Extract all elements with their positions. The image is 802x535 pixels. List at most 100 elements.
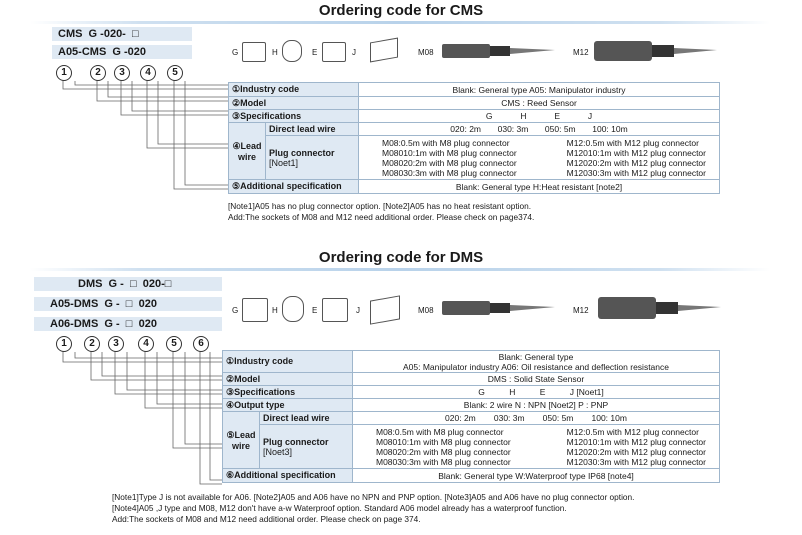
cms-icon-m12-label: M12 xyxy=(573,48,589,57)
dms-additional-label: ⑥Additional specification xyxy=(222,468,353,483)
dms-title-rule xyxy=(30,268,770,271)
cms-spec-j: J xyxy=(587,111,593,121)
dms-code-1-box-2: □ xyxy=(164,278,172,290)
dms-direct-030: 030: 3m xyxy=(493,413,525,423)
cms-spec-h: H xyxy=(520,111,527,121)
list-item: M12030:3m with M12 plug connector xyxy=(566,456,706,467)
dms-code-line-1: DMS G - □ 020-□ xyxy=(34,277,222,291)
cms-icon-e-label: E xyxy=(312,48,318,57)
dms-spec-table: ①Industry code Blank: General type A05: … xyxy=(222,350,720,483)
list-item: M12020:2m with M12 plug connector xyxy=(566,157,706,168)
dms-code-3-tail: 020 xyxy=(138,318,157,330)
dms-code-2-box: □ xyxy=(125,298,133,310)
dms-model-value: DMS : Solid State Sensor xyxy=(352,372,720,386)
dms-code-1-tail: 020- xyxy=(142,278,165,290)
cms-circle-3: 3 xyxy=(114,65,130,81)
cms-plug-note: [Noet1] xyxy=(269,157,299,168)
dms-circle-4: 4 xyxy=(138,336,154,352)
cms-circle-2: 2 xyxy=(90,65,106,81)
cms-note-2: Add:The sockets of M08 and M12 need addi… xyxy=(228,212,535,222)
dms-icon-h-label: H xyxy=(272,306,278,315)
dms-g-type-icon xyxy=(242,298,268,322)
dms-icon-m12-label: M12 xyxy=(573,306,589,315)
cms-spec-table: ①Industry code Blank: General type A05: … xyxy=(228,82,720,194)
dms-plug-label: Plug connector xyxy=(263,436,329,447)
cms-icon-m08-label: M08 xyxy=(418,48,434,57)
dms-note-3: Add:The sockets of M08 and M12 need addi… xyxy=(112,514,421,524)
cms-direct-050: 050: 5m xyxy=(544,124,576,134)
dms-h-type-icon xyxy=(282,296,304,322)
dms-circle-6: 6 xyxy=(193,336,209,352)
cms-e-type-icon xyxy=(322,42,346,62)
dms-circle-3: 3 xyxy=(108,336,124,352)
list-item: M08010:1m with M8 plug connector xyxy=(376,436,511,447)
dms-title: Ordering code for DMS xyxy=(318,249,484,266)
cms-plug-label: Plug connector xyxy=(269,147,335,158)
cms-code-line-2: A05-CMS G -020 xyxy=(52,45,192,59)
dms-plug-value: M08:0.5m with M8 plug connector M08010:1… xyxy=(352,424,720,469)
cms-lead-label: ④Lead wire xyxy=(228,122,266,180)
dms-spec-e: E xyxy=(539,387,546,397)
dms-additional-value: Blank: General type W:Waterproof type IP… xyxy=(352,468,720,483)
list-item: M12010:1m with M12 plug connector xyxy=(566,436,706,447)
cms-direct-030: 030: 3m xyxy=(497,124,529,134)
dms-code-1-box: □ xyxy=(129,278,137,290)
dms-output-value: Blank: 2 wire N : NPN [Noet2] P : PNP xyxy=(352,398,720,412)
list-item: M08:0.5m with M8 plug connector xyxy=(382,137,510,148)
list-item: M08030:3m with M8 plug connector xyxy=(376,456,511,467)
cms-plug-right-list: M12:0.5m with M12 plug connector M12010:… xyxy=(567,138,706,178)
cms-m08-connector-icon xyxy=(442,44,555,58)
cms-circle-1: 1 xyxy=(56,65,72,81)
dms-code-2-tail: 020 xyxy=(138,298,157,310)
dms-plug-note: [Noet3] xyxy=(263,446,293,457)
list-item: M12:0.5m with M12 plug connector xyxy=(566,426,699,437)
cms-plug-label-cell: Plug connector [Noet1] xyxy=(265,135,359,180)
dms-direct-100: 100: 10m xyxy=(591,413,627,423)
list-item: M12:0.5m with M12 plug connector xyxy=(566,137,699,148)
list-item: M12020:2m with M12 plug connector xyxy=(566,446,706,457)
cms-h-type-icon xyxy=(282,40,302,62)
cms-circle-4: 4 xyxy=(140,65,156,81)
list-item: M12010:1m with M12 plug connector xyxy=(566,147,706,158)
dms-spec-j: J [Noet1] xyxy=(569,387,604,397)
list-item: M08020:2m with M8 plug connector xyxy=(376,446,511,457)
cms-icon-g-label: G xyxy=(232,48,239,57)
dms-icon-j-label: J xyxy=(356,306,360,315)
dms-circle-5: 5 xyxy=(166,336,182,352)
dms-e-type-icon xyxy=(322,298,348,322)
dms-lead-label: ⑤Lead wire xyxy=(222,411,260,469)
cms-g-type-icon xyxy=(242,42,266,62)
cms-title-rule xyxy=(30,21,770,24)
cms-spec-e: E xyxy=(554,111,560,121)
dms-spec-h: H xyxy=(509,387,516,397)
cms-direct-100: 100: 10m xyxy=(592,124,628,134)
dms-plug-left-list: M08:0.5m with M8 plug connector M08010:1… xyxy=(376,427,511,467)
dms-output-label: ④Output type xyxy=(222,398,353,412)
dms-direct-value: 020: 2m 030: 3m 050: 5m 100: 10m xyxy=(352,411,720,425)
cms-m12-connector-icon xyxy=(594,41,717,61)
list-item: M08020:2m with M8 plug connector xyxy=(382,157,517,168)
dms-code-3-text: A06-DMS G - xyxy=(50,318,126,330)
cms-icon-j-label: J xyxy=(352,48,356,57)
dms-industry-line-1: Blank: General type xyxy=(498,351,574,362)
list-item: M08030:3m with M8 plug connector xyxy=(382,167,517,178)
dms-spec-g: G xyxy=(478,387,485,397)
dms-plug-label-cell: Plug connector [Noet3] xyxy=(259,424,353,469)
dms-icon-e-label: E xyxy=(312,306,318,315)
cms-code-line-1: CMS G -020- □ xyxy=(52,27,192,41)
dms-industry-line-2: A05: Manipulator industry A06: Oil resis… xyxy=(402,361,669,372)
dms-m08-connector-icon xyxy=(442,301,555,315)
dms-note-2: [Note4]A05 ,J type and M08, M12 don't ha… xyxy=(112,503,567,513)
dms-plug-right-list: M12:0.5m with M12 plug connector M12010:… xyxy=(567,427,706,467)
dms-code-line-2: A05-DMS G - □ 020 xyxy=(34,297,222,311)
cms-additional-value: Blank: General type H:Heat resistant [no… xyxy=(358,179,720,194)
cms-plug-left-list: M08:0.5m with M8 plug connector M08010:1… xyxy=(382,138,517,178)
list-item: M08010:1m with M8 plug connector xyxy=(382,147,517,158)
cms-circle-5: 5 xyxy=(167,65,183,81)
cms-spec-g: G xyxy=(485,111,493,121)
dms-circle-2: 2 xyxy=(84,336,100,352)
cms-model-label: ②Model xyxy=(228,96,359,110)
cms-direct-020: 020: 2m xyxy=(450,124,482,134)
